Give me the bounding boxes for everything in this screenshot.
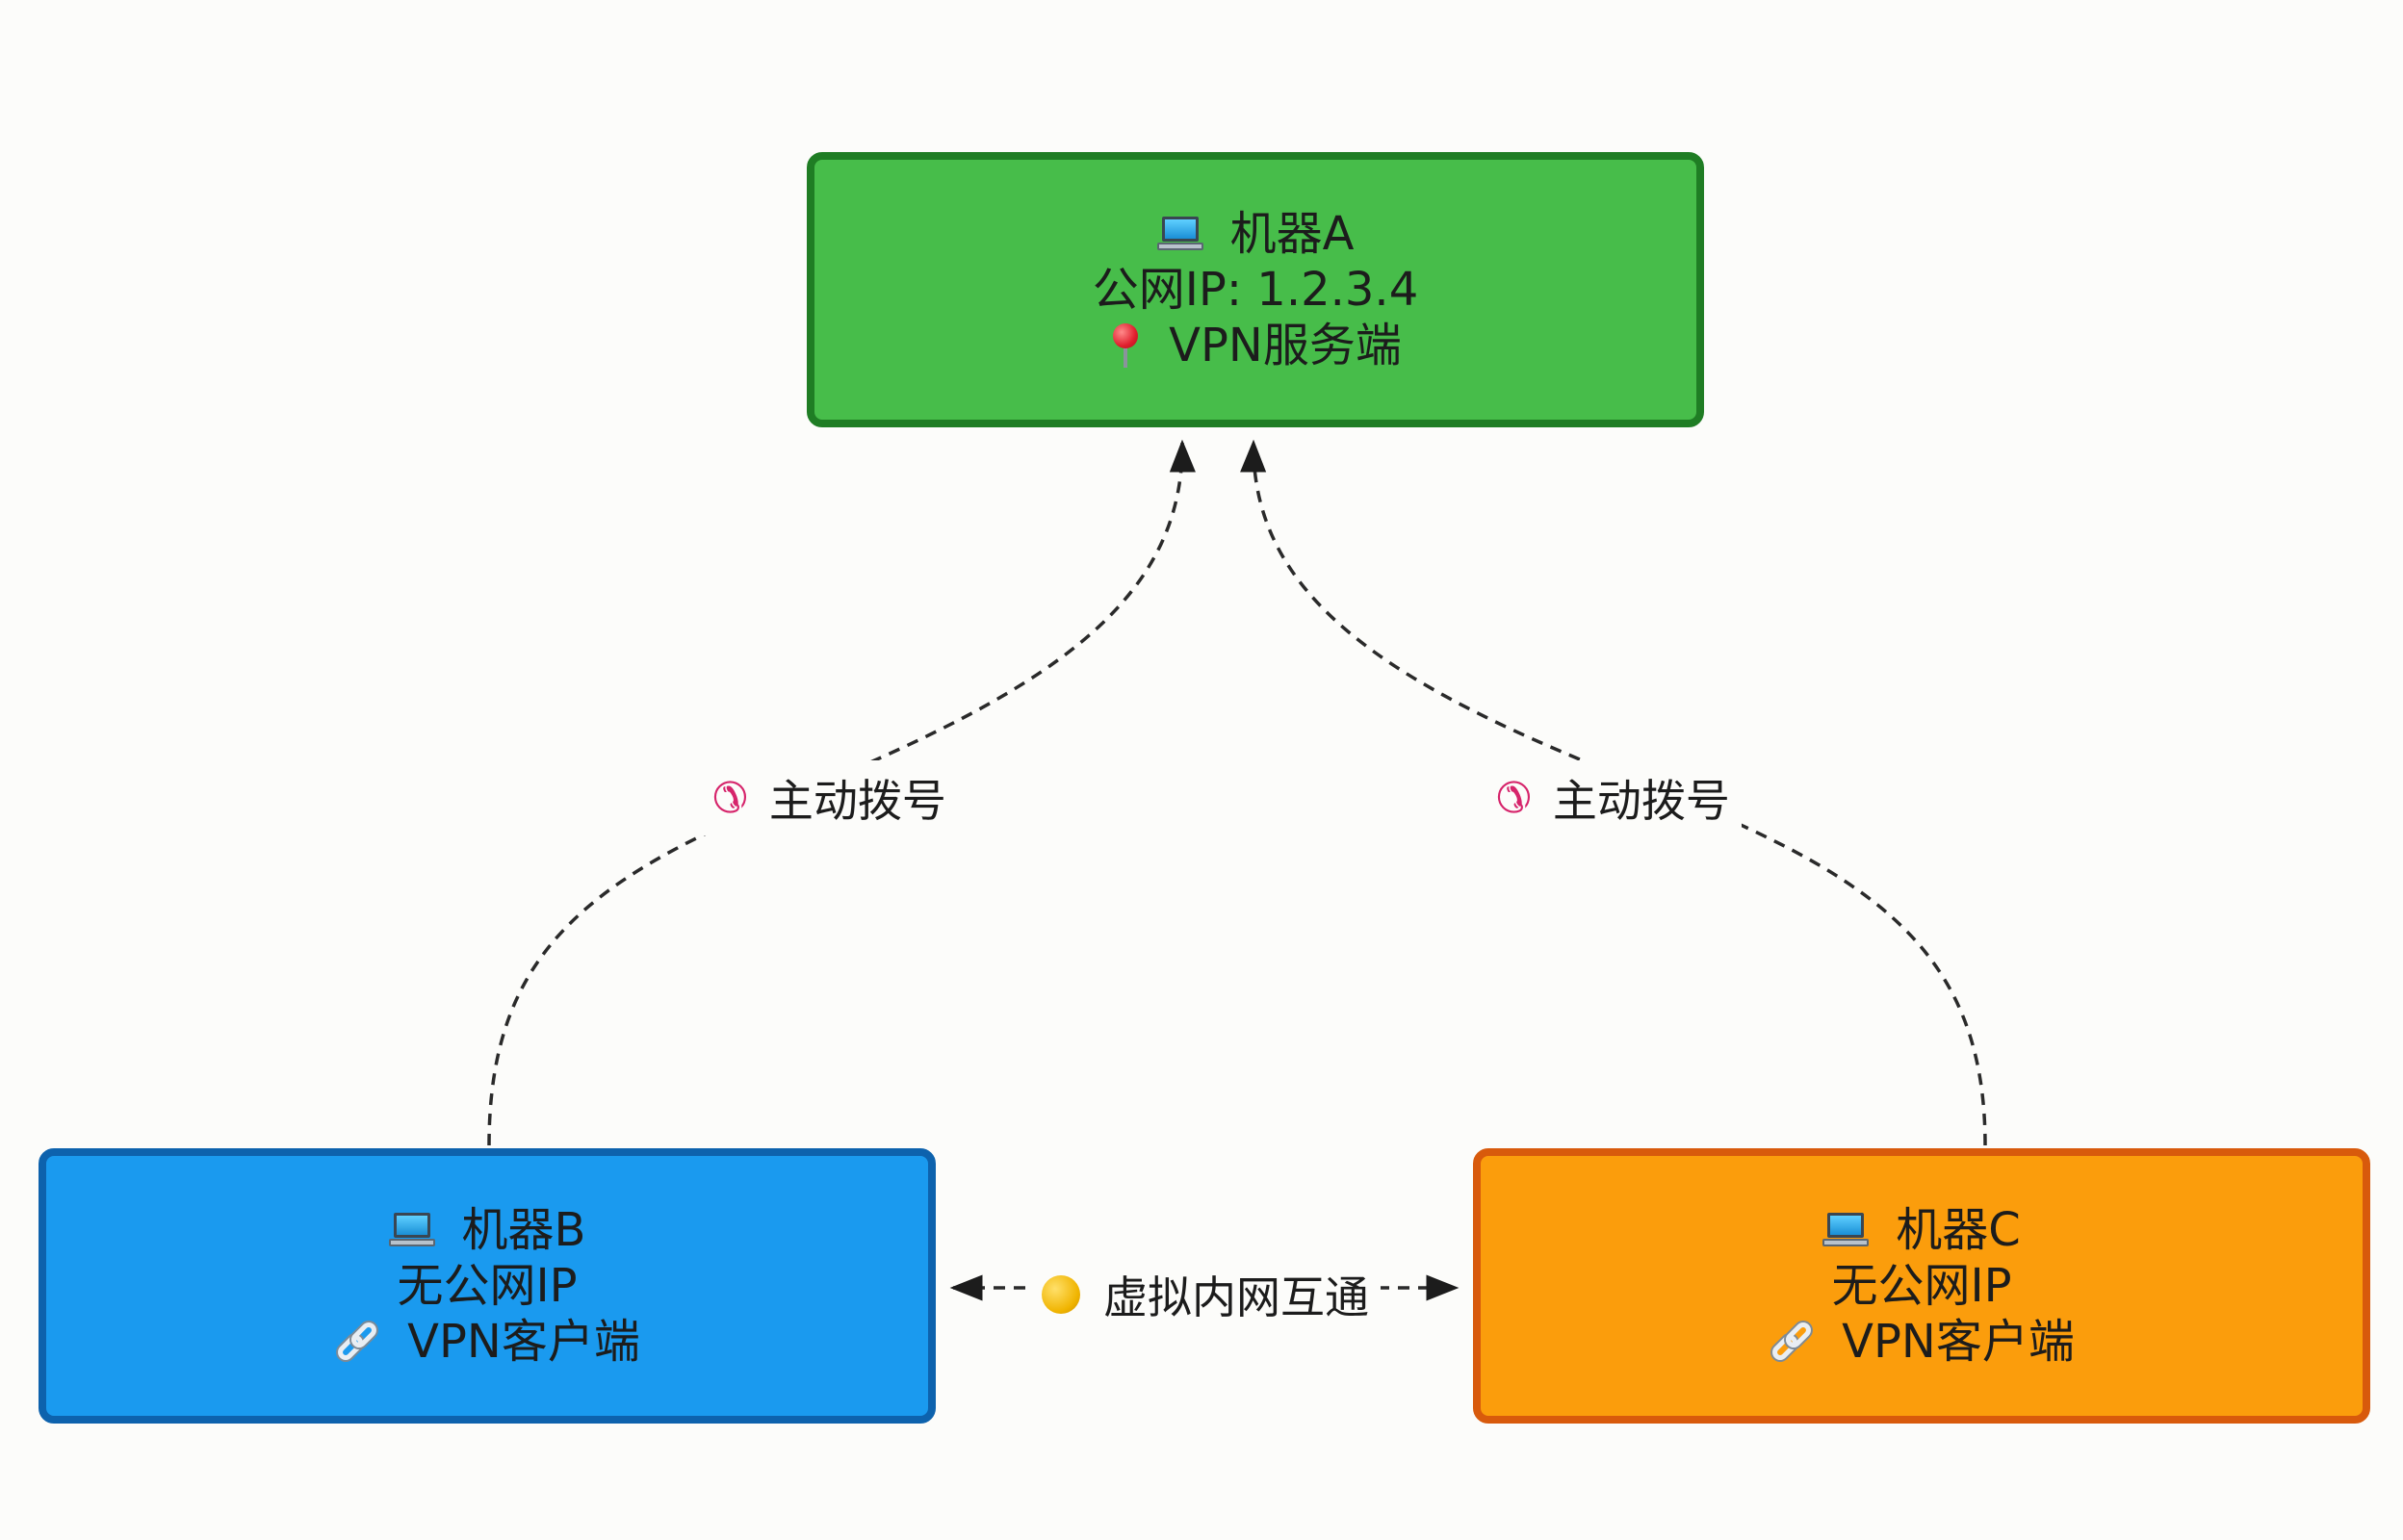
laptop-icon [1156, 215, 1203, 253]
node-machine-a: 机器A 公网IP: 1.2.3.4 VPN服务端 [807, 152, 1704, 427]
link-icon [1769, 1319, 1815, 1365]
node-machine-c: 机器C 无公网IP VPN客户端 [1473, 1148, 2370, 1424]
edge-b-to-a-label: ✆ 主动拨号 [701, 760, 958, 835]
node-b-title: 机器B [461, 1203, 586, 1257]
edge-c-to-a-label: ✆ 主动拨号 [1485, 760, 1742, 835]
node-c-public-ip: 无公网IP [1831, 1259, 2012, 1313]
node-c-title: 机器C [1896, 1203, 2021, 1257]
node-c-role: VPN客户端 [1842, 1315, 2075, 1369]
phone-icon: ✆ [712, 773, 748, 823]
phone-icon: ✆ [1496, 773, 1532, 823]
edge-b-c-label: 虚拟内网互通 [1030, 1257, 1381, 1332]
node-machine-b: 机器B 无公网IP VPN客户端 [39, 1148, 936, 1424]
coin-icon [1042, 1275, 1080, 1314]
node-a-title: 机器A [1229, 207, 1355, 261]
laptop-icon [388, 1211, 435, 1249]
node-a-role: VPN服务端 [1169, 319, 1402, 372]
edge-b-c-text: 虚拟内网互通 [1103, 1271, 1369, 1323]
link-icon [334, 1319, 380, 1365]
node-b-role: VPN客户端 [407, 1315, 640, 1369]
laptop-icon [1822, 1211, 1870, 1249]
edge-b-to-a-text: 主动拨号 [768, 775, 946, 827]
pin-icon [1109, 321, 1142, 370]
node-a-public-ip: 公网IP: 1.2.3.4 [1092, 263, 1419, 317]
edge-c-to-a-text: 主动拨号 [1552, 775, 1730, 827]
node-b-public-ip: 无公网IP [397, 1259, 578, 1313]
